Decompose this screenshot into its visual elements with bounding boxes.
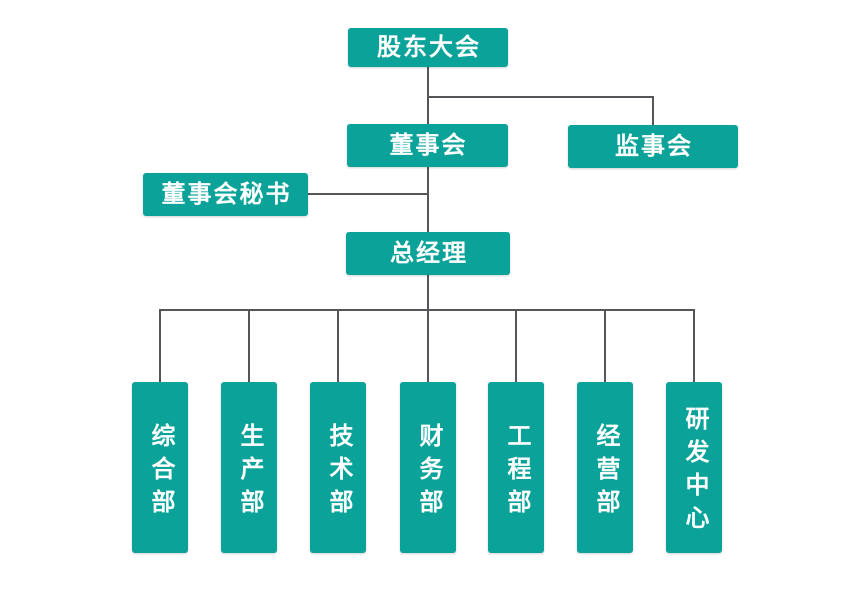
node-label: 生产部: [236, 422, 263, 522]
department-node[interactable]: 财务部: [400, 382, 456, 553]
node-label: 财务部: [415, 422, 442, 522]
node-label: 总经理: [390, 239, 468, 267]
node-label: 股东大会: [377, 33, 481, 61]
node-board-of-directors[interactable]: 董事会: [347, 124, 508, 167]
department-node[interactable]: 经营部: [577, 382, 633, 553]
node-label: 技术部: [325, 422, 352, 522]
department-node[interactable]: 工程部: [488, 382, 544, 553]
node-label: 研发中心: [681, 406, 708, 538]
department-node[interactable]: 生产部: [221, 382, 277, 553]
department-node[interactable]: 研发中心: [666, 382, 722, 553]
node-general-manager[interactable]: 总经理: [346, 232, 510, 275]
node-board-secretary[interactable]: 董事会秘书: [143, 173, 308, 216]
node-supervisory-board[interactable]: 监事会: [568, 125, 738, 168]
node-label: 董事会秘书: [161, 180, 292, 208]
department-node[interactable]: 技术部: [310, 382, 366, 553]
node-label: 董事会: [389, 131, 468, 159]
node-shareholders-meeting[interactable]: 股东大会: [348, 28, 508, 67]
node-label: 工程部: [503, 422, 530, 522]
node-label: 综合部: [147, 422, 174, 522]
department-node[interactable]: 综合部: [132, 382, 188, 553]
node-label: 监事会: [615, 132, 693, 160]
node-label: 经营部: [592, 422, 619, 522]
